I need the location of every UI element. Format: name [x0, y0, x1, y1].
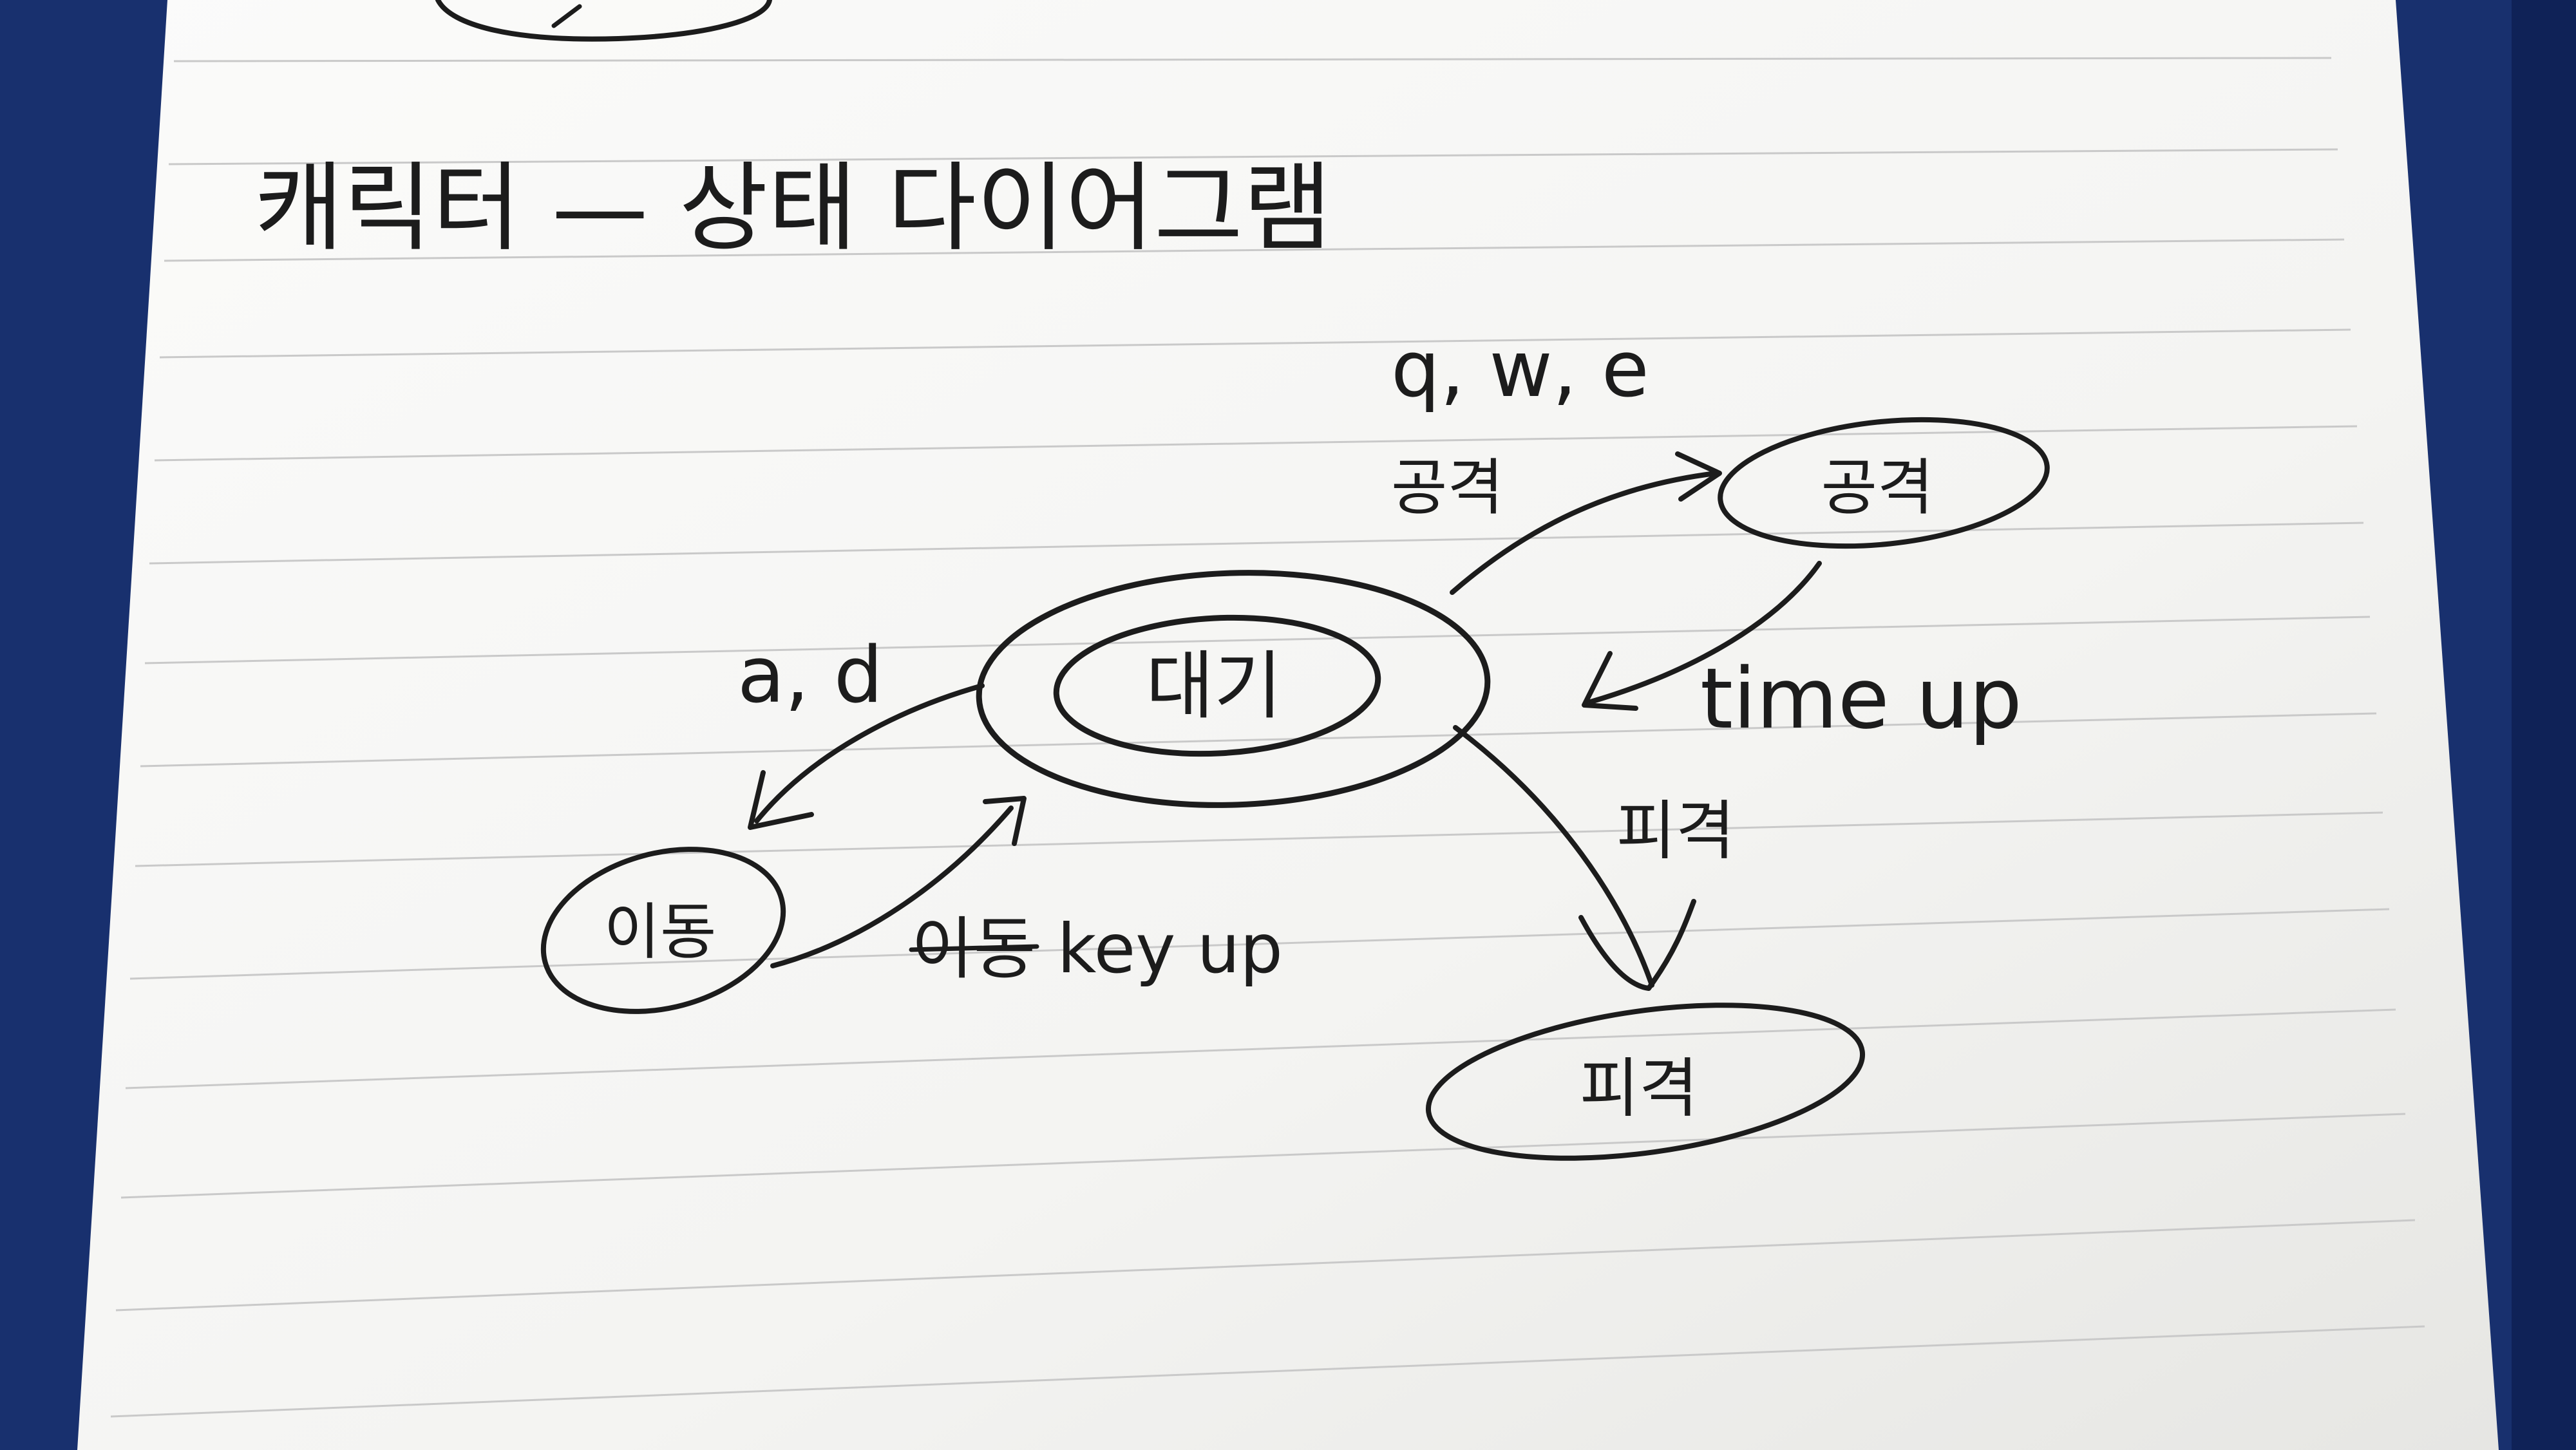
arrow-move-to-idle	[770, 796, 1027, 968]
state-idle: 대기	[976, 570, 1491, 808]
state-move-label: 이동	[604, 897, 717, 968]
previous-drawing-fragment	[435, 0, 772, 42]
state-hit: 피격	[1425, 1003, 1866, 1161]
arrow-attack-to-idle	[1582, 561, 1822, 711]
state-idle-label: 대기	[1146, 643, 1282, 730]
arrow-idle-to-hit	[1453, 725, 1696, 991]
transition-time-up: time up	[1700, 650, 2022, 748]
arrow-idle-to-move	[748, 683, 985, 830]
diagram-title: 캐릭터 — 상태 다이어그램	[254, 153, 1332, 265]
state-hit-label: 피격	[1580, 1051, 1698, 1126]
strikethrough-mark	[909, 944, 1039, 952]
state-move: 이동	[540, 847, 786, 1014]
transition-attack-keys: q, w, e	[1391, 325, 1649, 415]
arrow-idle-to-attack	[1450, 451, 1722, 595]
transition-attack-label: 공격	[1391, 453, 1504, 523]
ruled-lines	[110, 57, 2425, 1418]
paper-sheet	[77, 0, 2499, 1450]
state-attack: 공격	[1718, 417, 2050, 549]
transition-hit-label: 피격	[1616, 793, 1735, 869]
state-attack-label: 공격	[1821, 453, 1934, 523]
transition-ad: a, d	[737, 631, 883, 720]
